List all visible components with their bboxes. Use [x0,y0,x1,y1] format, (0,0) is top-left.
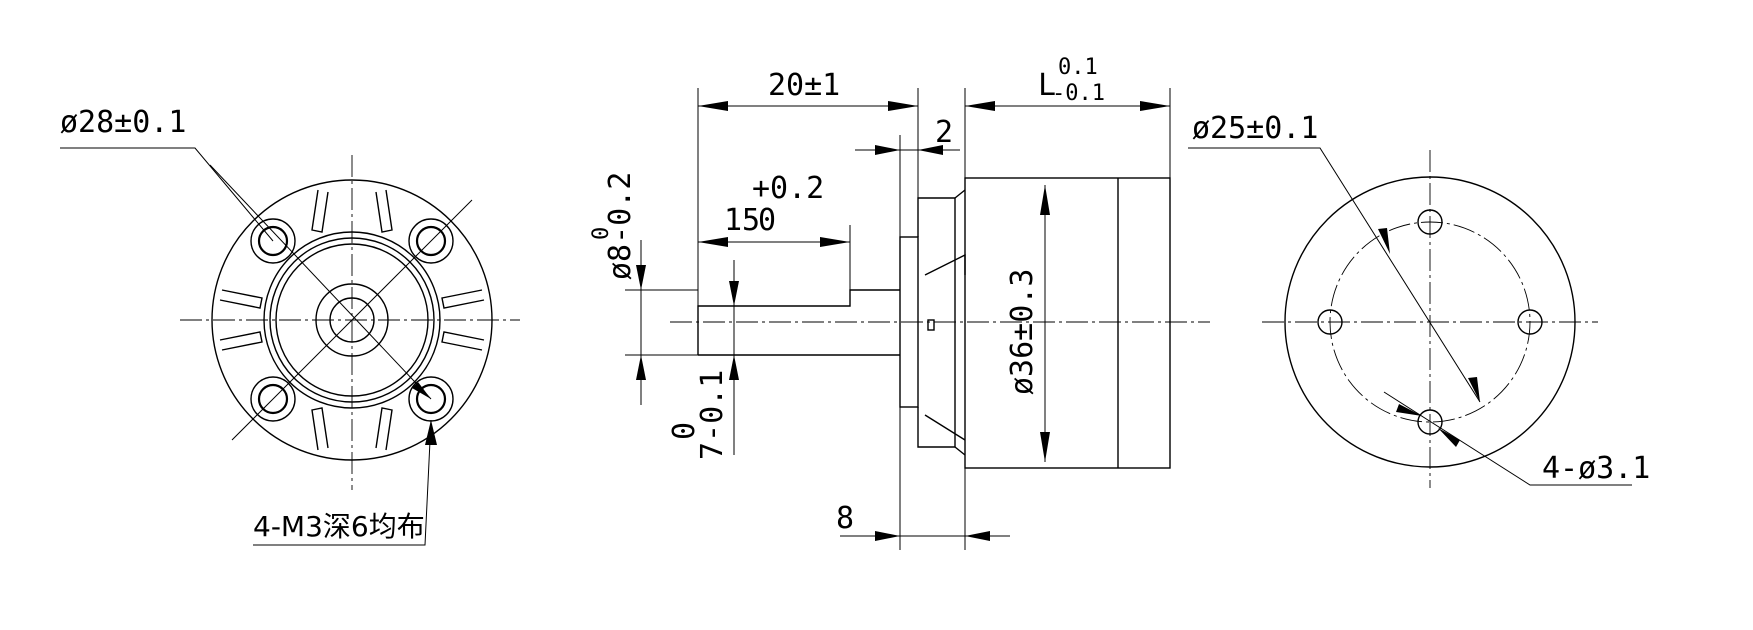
front-ribs [219,189,485,451]
flange-plate [899,236,919,408]
flat-height-label: 7-0.1 [695,370,730,460]
rear-holes-label: 4-ø3.1 [1542,451,1650,486]
dim-20-label: 20±1 [768,68,840,103]
front-hub [315,283,389,357]
dim-15-tol-upper: +0.2 [752,171,824,206]
rear-pcd-label: ø25±0.1 [1192,111,1318,146]
dim-2-label: 2 [935,115,953,150]
shaft-dia-tol-upper: 0 [589,227,614,240]
front-outer-circle [211,179,493,461]
front-flange-circle [263,231,441,409]
body-dia-label: ø36±0.3 [1005,269,1040,395]
dim-L-tol-lower: -0.1 [1052,81,1105,106]
front-thread-label: 4-M3深6均布 [253,510,425,543]
dim-15-tol-lower: 0 [758,203,776,238]
rear-view: ø25±0.1 4-ø3.1 [1188,111,1650,488]
front-dia-leader [60,147,274,242]
dim-8-bottom-label: 8 [836,501,854,536]
shaft-outline [697,289,900,355]
front-thread-leader [253,419,432,546]
front-mount-holes [250,218,454,422]
rear-pcd-circle [1329,221,1531,423]
front-diagonal-leader [209,164,432,400]
front-view: ø28±0.1 4-M3深6均布 [60,105,520,546]
rear-holes-leader [1383,391,1632,486]
front-inner-ring-2 [275,243,429,397]
flat-height-tol-upper: 0 [667,422,702,440]
front-thread-arrow [425,420,437,445]
rear-holes [1317,209,1543,435]
front-dia-label: ø28±0.1 [60,105,186,140]
front-diagonal-1 [231,199,473,441]
dim-L-label: L [1038,68,1056,103]
front-shaft [329,297,375,343]
rear-pcd-leader [1188,147,1481,403]
shaft-dia-label: ø8-0.2 [603,172,638,280]
front-dia-arrow [412,382,431,399]
front-inner-ring [269,237,435,403]
dim-15-label: 15 [724,203,760,238]
dim-L-tol-upper: 0.1 [1058,55,1098,80]
rear-outer-circle [1284,176,1576,468]
side-view: 20±1 L 0.1 -0.1 2 15 0 +0.2 ø8-0.2 0 [589,55,1210,550]
gear-housing [917,197,956,448]
motor-body [964,177,1171,469]
